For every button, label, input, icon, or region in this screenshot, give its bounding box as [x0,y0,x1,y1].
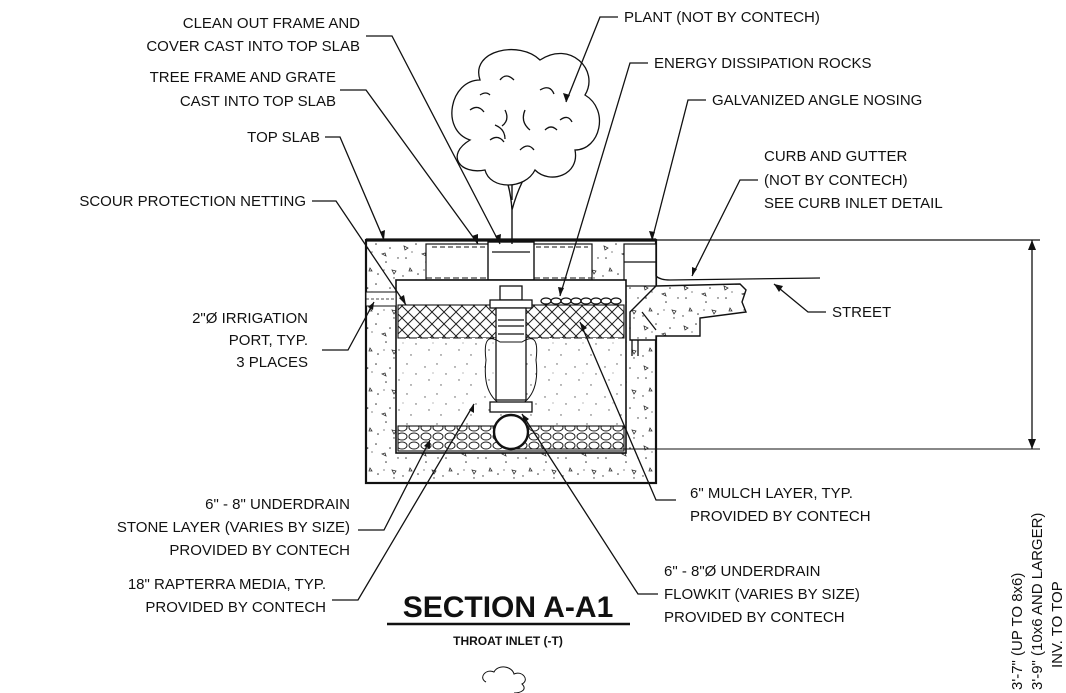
label-plant: PLANT (NOT BY CONTECH) [624,9,820,26]
label-underdrain-stone-2: STONE LAYER (VARIES BY SIZE) [117,519,350,536]
tree [451,48,601,693]
label-angle: GALVANIZED ANGLE NOSING [712,92,922,109]
dimension-line-2: 3'-9" (10x6 AND LARGER) [1029,513,1046,690]
energy-rocks [540,297,622,305]
label-top-slab: TOP SLAB [247,129,320,146]
label-underdrain-stone-1: 6" - 8" UNDERDRAIN [205,496,350,513]
label-mulch-2: PROVIDED BY CONTECH [690,508,871,525]
label-media-2: PROVIDED BY CONTECH [145,599,326,616]
label-irrigation-2: PORT, TYP. [229,332,308,349]
label-media-1: 18" RAPTERRA MEDIA, TYP. [128,576,326,593]
dimension-line-1: 3'-7" (UP TO 8x6) [1009,573,1026,690]
label-flowkit-1: 6" - 8"Ø UNDERDRAIN [664,563,821,580]
dimension-text: 3'-7" (UP TO 8x6) 3'-9" (10x6 AND LARGER… [1009,513,1066,690]
label-curb-1: CURB AND GUTTER [764,148,908,165]
section-title: SECTION A-A1 THROAT INLET (-T) [387,591,630,648]
title-sub: THROAT INLET (-T) [453,634,563,648]
label-street: STREET [832,304,891,321]
label-flowkit-3: PROVIDED BY CONTECH [664,609,845,626]
label-tree-frame-2: CAST INTO TOP SLAB [180,93,336,110]
label-curb-2: (NOT BY CONTECH) [764,172,908,189]
label-scour: SCOUR PROTECTION NETTING [79,193,306,210]
label-clean-out-1: CLEAN OUT FRAME AND [183,15,360,32]
label-curb-3: SEE CURB INLET DETAIL [764,195,943,212]
label-irrigation-3: 3 PLACES [236,354,308,371]
leader-lines [312,16,826,601]
dimension-line-3: INV. TO TOP [1049,581,1066,668]
curb-and-gutter [629,240,821,356]
label-irrigation-1: 2"Ø IRRIGATION [192,310,308,327]
flowkit [484,285,538,451]
label-flowkit-2: FLOWKIT (VARIES BY SIZE) [664,586,860,603]
label-clean-out-2: COVER CAST INTO TOP SLAB [146,38,360,55]
label-underdrain-stone-3: PROVIDED BY CONTECH [169,542,350,559]
title-main: SECTION A-A1 [403,591,614,624]
dimension [511,239,1040,450]
labels: CLEAN OUT FRAME AND COVER CAST INTO TOP … [79,9,942,626]
label-energy: ENERGY DISSIPATION ROCKS [654,55,872,72]
label-tree-frame-1: TREE FRAME AND GRATE [150,69,336,86]
label-mulch-1: 6" MULCH LAYER, TYP. [690,485,853,502]
